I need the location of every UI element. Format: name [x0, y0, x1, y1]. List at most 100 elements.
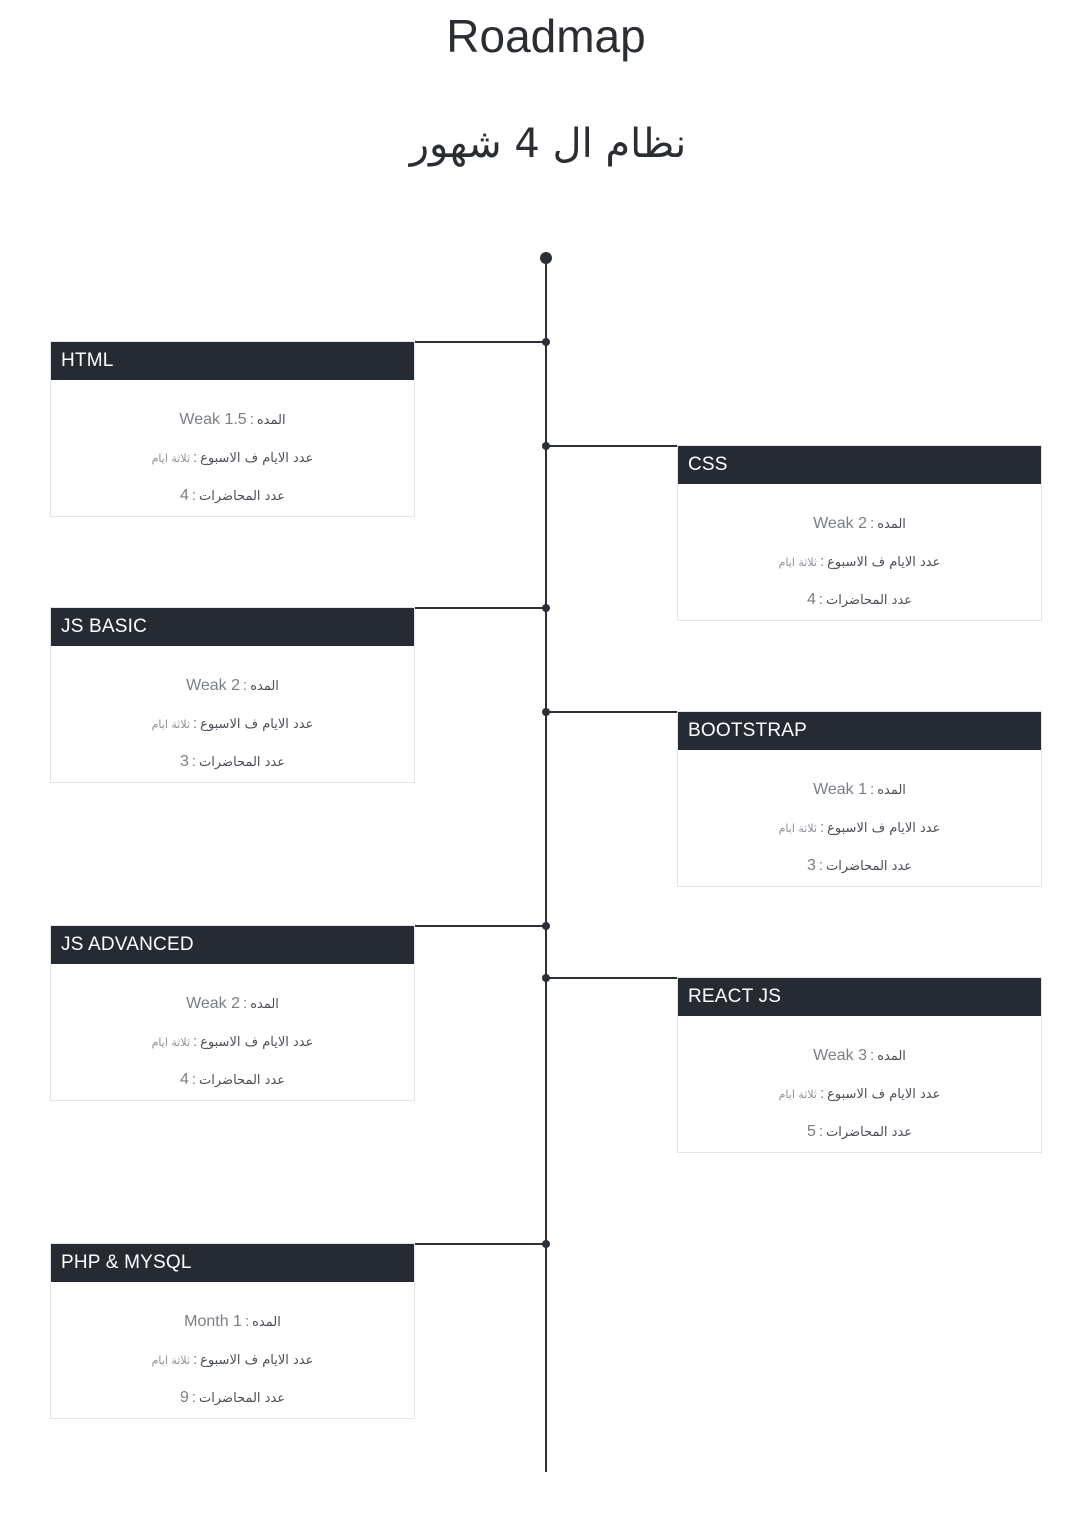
lectures-value: 4 — [806, 591, 816, 608]
lectures-label: عدد المحاضرات — [199, 755, 286, 770]
course-duration: المده:Weak 2 — [51, 666, 414, 704]
timeline-node-dot — [542, 604, 550, 612]
course-lectures: عدد المحاضرات:9 — [51, 1378, 414, 1416]
separator: : — [249, 411, 254, 428]
course-lectures: عدد المحاضرات:4 — [51, 1060, 414, 1098]
course-duration: المده:Weak 3 — [678, 1036, 1041, 1074]
duration-label: المده — [877, 1049, 906, 1064]
course-title: REACT JS — [678, 978, 1041, 1016]
course-days-per-week: عدد الايام ف الاسبوع:ثلاثة ايام — [51, 704, 414, 742]
lectures-value: 4 — [179, 487, 189, 504]
duration-value: Weak 2 — [813, 515, 868, 532]
timeline-node-dot — [542, 922, 550, 930]
course-lectures: عدد المحاضرات:4 — [678, 580, 1041, 618]
duration-label: المده — [256, 413, 286, 428]
course-title: BOOTSTRAP — [678, 712, 1041, 750]
course-lectures: عدد المحاضرات:4 — [51, 476, 414, 514]
days-per-week-label: عدد الايام ف الاسبوع — [200, 451, 314, 466]
days-per-week-label: عدد الايام ف الاسبوع — [827, 1087, 941, 1102]
days-per-week-label: عدد الايام ف الاسبوع — [200, 717, 314, 732]
timeline-connector — [415, 607, 546, 609]
timeline-connector — [415, 341, 546, 343]
lectures-label: عدد المحاضرات — [199, 1391, 286, 1406]
timeline-axis — [545, 258, 547, 1472]
course-title: JS BASIC — [51, 608, 414, 646]
lectures-value: 9 — [179, 1389, 189, 1406]
separator: : — [819, 553, 825, 570]
separator: : — [870, 1047, 875, 1064]
duration-label: المده — [877, 783, 906, 798]
course-days-per-week: عدد الايام ف الاسبوع:ثلاثة ايام — [51, 438, 414, 476]
course-lectures: عدد المحاضرات:3 — [678, 846, 1041, 884]
separator: : — [243, 995, 248, 1012]
days-per-week-value: ثلاثة ايام — [151, 1036, 190, 1049]
course-days-per-week: عدد الايام ف الاسبوع:ثلاثة ايام — [51, 1340, 414, 1378]
separator: : — [870, 515, 875, 532]
duration-label: المده — [252, 1315, 281, 1330]
separator: : — [191, 487, 197, 504]
lectures-label: عدد المحاضرات — [826, 593, 913, 608]
timeline-connector — [546, 445, 677, 447]
course-lectures: عدد المحاضرات:3 — [51, 742, 414, 780]
duration-value: Weak 2 — [186, 995, 241, 1012]
days-per-week-label: عدد الايام ف الاسبوع — [200, 1353, 314, 1368]
timeline-connector — [546, 711, 677, 713]
days-per-week-value: ثلاثة ايام — [151, 452, 190, 465]
course-title: CSS — [678, 446, 1041, 484]
duration-value: Weak 1.5 — [179, 411, 247, 428]
course-days-per-week: عدد الايام ف الاسبوع:ثلاثة ايام — [678, 808, 1041, 846]
separator: : — [192, 1033, 198, 1050]
days-per-week-value: ثلاثة ايام — [151, 1354, 190, 1367]
lectures-value: 5 — [806, 1123, 816, 1140]
timeline-node-dot — [542, 338, 550, 346]
timeline-node-dot — [542, 974, 550, 982]
course-duration: المده:Weak 2 — [51, 984, 414, 1022]
lectures-value: 4 — [179, 1071, 189, 1088]
separator: : — [192, 1351, 198, 1368]
days-per-week-label: عدد الايام ف الاسبوع — [827, 555, 941, 570]
lectures-value: 3 — [806, 857, 816, 874]
course-duration: المده:Weak 1 — [678, 770, 1041, 808]
days-per-week-value: ثلاثة ايام — [778, 556, 817, 569]
days-per-week-value: ثلاثة ايام — [778, 1088, 817, 1101]
course-duration: المده:Month 1 — [51, 1302, 414, 1340]
separator: : — [870, 781, 875, 798]
separator: : — [818, 857, 824, 874]
course-title: JS ADVANCED — [51, 926, 414, 964]
lectures-label: عدد المحاضرات — [826, 1125, 913, 1140]
course-days-per-week: عدد الايام ف الاسبوع:ثلاثة ايام — [678, 542, 1041, 580]
course-duration: المده:Weak 2 — [678, 504, 1041, 542]
days-per-week-value: ثلاثة ايام — [778, 822, 817, 835]
duration-value: Month 1 — [184, 1313, 242, 1330]
duration-value: Weak 3 — [813, 1047, 868, 1064]
course-days-per-week: عدد الايام ف الاسبوع:ثلاثة ايام — [51, 1022, 414, 1060]
timeline-node-dot — [542, 1240, 550, 1248]
days-per-week-label: عدد الايام ف الاسبوع — [200, 1035, 314, 1050]
duration-label: المده — [877, 517, 906, 532]
separator: : — [191, 1389, 197, 1406]
timeline-node-dot — [542, 442, 550, 450]
separator: : — [818, 1123, 824, 1140]
separator: : — [192, 715, 198, 732]
lectures-label: عدد المحاضرات — [199, 1073, 286, 1088]
course-title: PHP & MYSQL — [51, 1244, 414, 1282]
separator: : — [819, 1085, 825, 1102]
lectures-label: عدد المحاضرات — [826, 859, 913, 874]
timeline-node-dot — [542, 708, 550, 716]
separator: : — [191, 1071, 197, 1088]
duration-value: Weak 2 — [186, 677, 241, 694]
course-days-per-week: عدد الايام ف الاسبوع:ثلاثة ايام — [678, 1074, 1041, 1112]
page-title: Roadmap — [446, 10, 646, 62]
duration-label: المده — [250, 679, 279, 694]
